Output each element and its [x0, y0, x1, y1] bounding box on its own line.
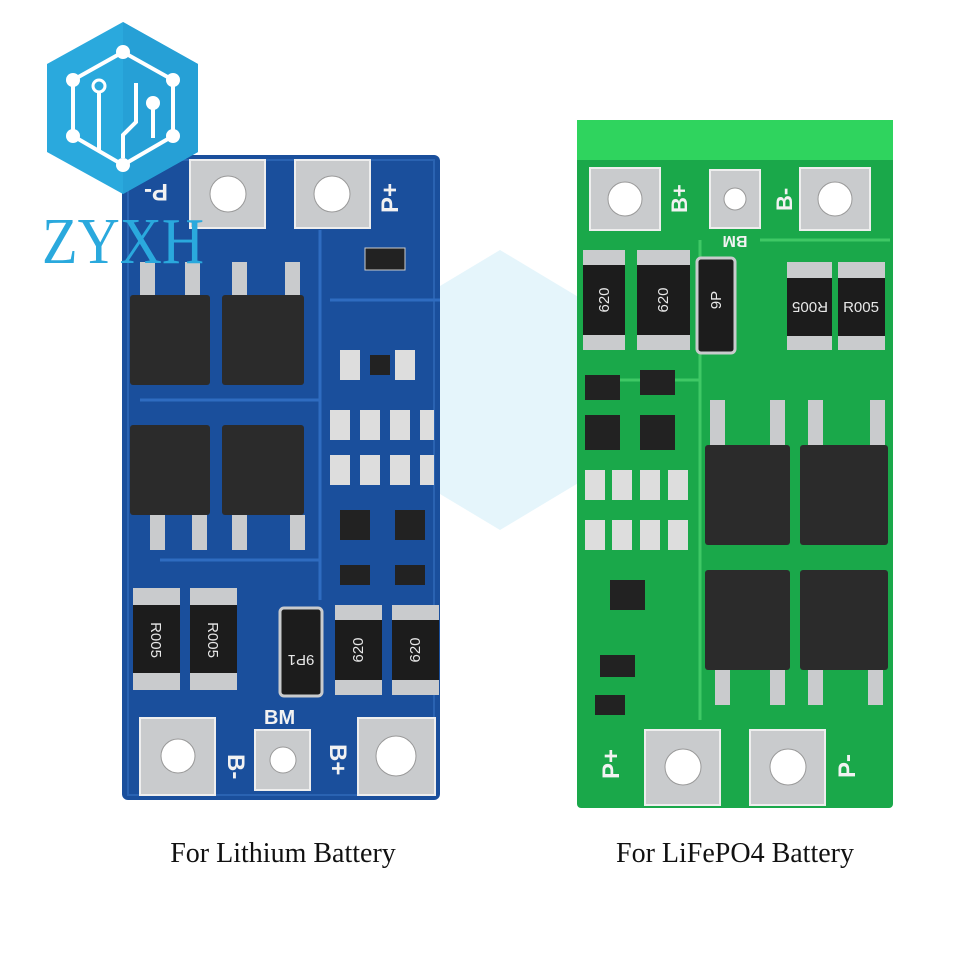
cap-620-2: 620 [637, 250, 690, 350]
brand-logo: ZYXH [42, 22, 204, 278]
svg-text:P+: P+ [598, 749, 625, 779]
svg-text:BM: BM [723, 232, 748, 249]
logo-text: ZYXH [42, 205, 204, 278]
svg-text:620: 620 [407, 637, 424, 662]
smd-parts [585, 370, 688, 715]
pad-p-minus: P- [144, 159, 266, 229]
pad-p-plus: P+ [598, 729, 721, 806]
svg-text:B+: B+ [667, 184, 692, 213]
lithium-board: P- P+ [122, 155, 440, 800]
resistor-r005-2: R005 [838, 262, 885, 350]
pad-b-minus: B- [139, 717, 249, 796]
resistor-r005-2: R005 [190, 588, 237, 690]
pad-b-plus: B+ [589, 167, 692, 231]
diode-9p: 9P [695, 256, 737, 355]
pad-bm [254, 729, 311, 791]
pad-p-plus: P+ [294, 159, 404, 229]
svg-text:B-: B- [772, 188, 797, 211]
diode-9p1: 9P1 [278, 606, 324, 698]
resistor-r005-1: R005 [787, 262, 832, 350]
svg-text:R005: R005 [843, 299, 879, 316]
pad-bm: BM [709, 169, 761, 249]
mosfets [130, 262, 305, 550]
svg-text:P-: P- [834, 754, 861, 778]
caption-lifepo4: For LiFePO4 Battery [616, 838, 854, 869]
svg-text:R005: R005 [147, 622, 164, 658]
mosfets [705, 400, 888, 705]
cap-620-1: 620 [583, 250, 625, 350]
pad-b-plus: B+ [324, 717, 436, 796]
watermark [400, 250, 600, 530]
pad-label: P+ [377, 183, 404, 213]
svg-text:B+: B+ [324, 744, 351, 775]
pad-label-bm: BM [264, 707, 295, 729]
smd-parts [330, 247, 434, 585]
svg-text:R005: R005 [204, 622, 221, 658]
pad-p-minus: P- [749, 729, 861, 806]
svg-text:B-: B- [222, 754, 249, 779]
svg-text:620: 620 [596, 287, 613, 312]
caption-lithium: For Lithium Battery [170, 838, 396, 869]
pad-label: P- [144, 178, 168, 205]
svg-text:620: 620 [655, 287, 672, 312]
cap-620-1: 620 [335, 605, 382, 695]
cap-620-2: 620 [392, 605, 439, 695]
resistor-r005-1: R005 [133, 588, 180, 690]
svg-text:620: 620 [350, 637, 367, 662]
pad-b-minus: B- [772, 167, 871, 231]
svg-text:9P: 9P [708, 291, 725, 309]
lifepo4-board: B+ BM B- 620 620 9P R005 [577, 120, 893, 808]
svg-text:R005: R005 [792, 298, 828, 315]
svg-text:9P1: 9P1 [288, 651, 315, 668]
